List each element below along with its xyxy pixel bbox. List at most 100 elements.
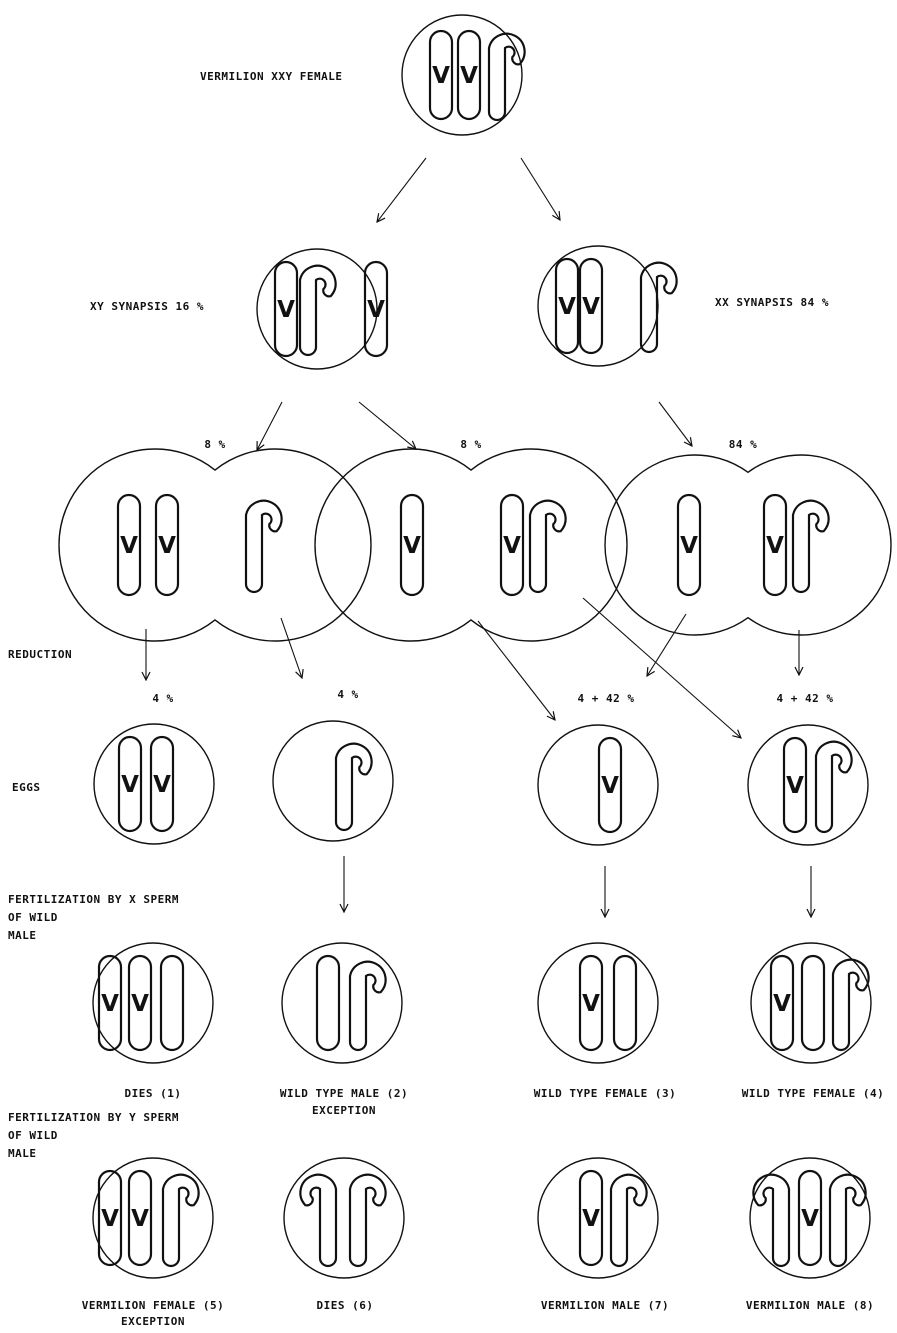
- vermilion-marker: V: [277, 297, 295, 323]
- vermilion-marker: V: [582, 991, 600, 1017]
- result-label-7: VERMILION MALE (7): [540, 1299, 670, 1312]
- x-chromosome: V: [149, 735, 175, 833]
- result-label-5-line2: EXCEPTION: [120, 1315, 186, 1328]
- xx-synapsis-label: XX SYNAPSIS 84 %: [715, 296, 829, 309]
- x-chromosome: V: [456, 29, 482, 121]
- x-chromosome: [315, 954, 341, 1052]
- vermilion-marker: V: [403, 533, 421, 559]
- dividing-cell-b: [314, 448, 628, 642]
- dividing-cell-a: [58, 448, 372, 642]
- y-chromosome: [298, 264, 337, 357]
- dividing-cell-c: [604, 454, 892, 636]
- vermilion-marker: V: [801, 1206, 819, 1232]
- y-chromosome: [348, 960, 387, 1052]
- percent-label-c: 84 %: [728, 438, 758, 451]
- vermilion-marker: V: [121, 772, 139, 798]
- fertilization-y-label-line2: OF WILD: [8, 1129, 58, 1142]
- y-chromosome: [828, 1173, 867, 1268]
- arrow-xy-to-b: [358, 401, 416, 449]
- x-chromosome: V: [782, 736, 808, 834]
- result-label-8: VERMILION MALE (8): [745, 1299, 875, 1312]
- result-cell-7: [537, 1157, 659, 1279]
- result-label-2-line1: WILD TYPE MALE (2): [279, 1087, 409, 1100]
- fertilization-x-label-line3: MALE: [8, 929, 37, 942]
- vermilion-marker: V: [503, 533, 521, 559]
- result-cell-5: [92, 1157, 214, 1279]
- y-chromosome: [639, 261, 678, 354]
- egg-cell-2: [272, 720, 394, 842]
- result-label-3: WILD TYPE FEMALE (3): [533, 1087, 677, 1100]
- y-chromosome: [814, 740, 853, 834]
- vermilion-marker: V: [582, 294, 600, 320]
- x-chromosome: V: [578, 1169, 604, 1267]
- x-chromosome: V: [578, 954, 604, 1052]
- egg-cell-1: [93, 723, 215, 845]
- arrow-xx-to-c: [658, 401, 692, 446]
- percent-label-a: 8 %: [204, 438, 226, 451]
- result-cell-4: [750, 942, 872, 1064]
- y-chromosome: [487, 32, 526, 122]
- xy-synapsis-cell: [256, 248, 378, 370]
- y-chromosome: [831, 958, 870, 1052]
- arrow-xy-to-a: [257, 401, 283, 450]
- x-chromosome: V: [676, 493, 702, 597]
- y-chromosome: [348, 1173, 387, 1268]
- fertilization-y-label-line1: FERTILIZATION BY Y SPERM: [8, 1111, 179, 1124]
- vermilion-marker: V: [153, 772, 171, 798]
- arrow-b-to-egg4: [582, 597, 741, 738]
- x-chromosome: V: [597, 736, 623, 834]
- y-chromosome: [161, 1173, 200, 1268]
- x-chromosome: [159, 954, 185, 1052]
- vermilion-marker: V: [680, 533, 698, 559]
- egg-percent-3: 4 + 42 %: [577, 692, 635, 705]
- y-chromosome: [752, 1173, 791, 1268]
- x-chromosome: V: [97, 954, 123, 1052]
- parent-cell: [401, 14, 523, 136]
- fertilization-x-label-line1: FERTILIZATION BY X SPERM: [8, 893, 179, 906]
- y-chromosome: [609, 1173, 648, 1268]
- x-chromosome: V: [154, 493, 180, 597]
- y-chromosome: [528, 499, 567, 594]
- egg-cell-3: [537, 724, 659, 846]
- y-chromosome: [334, 742, 373, 832]
- xy-synapsis-label: XY SYNAPSIS 16 %: [90, 300, 204, 313]
- x-chromosome: V: [127, 954, 153, 1052]
- x-chromosome: [612, 954, 638, 1052]
- vermilion-marker: V: [367, 297, 385, 323]
- x-chromosome: V: [273, 260, 299, 358]
- egg-cell-4: [747, 724, 869, 846]
- parent-label: VERMILION XXY FEMALE: [200, 70, 343, 83]
- result-cell-8: [749, 1157, 871, 1279]
- vermilion-marker: V: [101, 1206, 119, 1232]
- x-chromosome: V: [578, 257, 604, 355]
- x-chromosome: V: [97, 1169, 123, 1267]
- vermilion-marker: V: [601, 773, 619, 799]
- result-cell-1: [92, 942, 214, 1064]
- arrow-parent-to-xx: [520, 157, 560, 220]
- vermilion-marker: V: [432, 63, 450, 89]
- vermilion-marker: V: [786, 773, 804, 799]
- result-label-4: WILD TYPE FEMALE (4): [741, 1087, 885, 1100]
- arrow-parent-to-xy: [377, 157, 427, 222]
- result-label-1: DIES (1): [124, 1087, 182, 1100]
- vermilion-marker: V: [131, 991, 149, 1017]
- eggs-label: EGGS: [12, 781, 41, 794]
- vermilion-marker: V: [120, 533, 138, 559]
- x-chromosome: V: [117, 735, 143, 833]
- x-chromosome: V: [762, 493, 788, 597]
- egg-percent-2: 4 %: [337, 688, 359, 701]
- reduction-label: REDUCTION: [8, 648, 73, 661]
- x-chromosome: V: [769, 954, 795, 1052]
- result-label-6: DIES (6): [316, 1299, 374, 1312]
- result-label-5-line1: VERMILION FEMALE (5): [81, 1299, 225, 1312]
- vermilion-marker: V: [158, 533, 176, 559]
- vermilion-marker: V: [582, 1206, 600, 1232]
- egg-percent-4: 4 + 42 %: [776, 692, 834, 705]
- y-chromosome: [791, 499, 830, 594]
- vermilion-marker: V: [558, 294, 576, 320]
- x-chromosome: [800, 954, 826, 1052]
- vermilion-marker: V: [773, 991, 791, 1017]
- result-cell-3: [537, 942, 659, 1064]
- percent-label-b: 8 %: [460, 438, 482, 451]
- x-chromosome: V: [554, 257, 580, 355]
